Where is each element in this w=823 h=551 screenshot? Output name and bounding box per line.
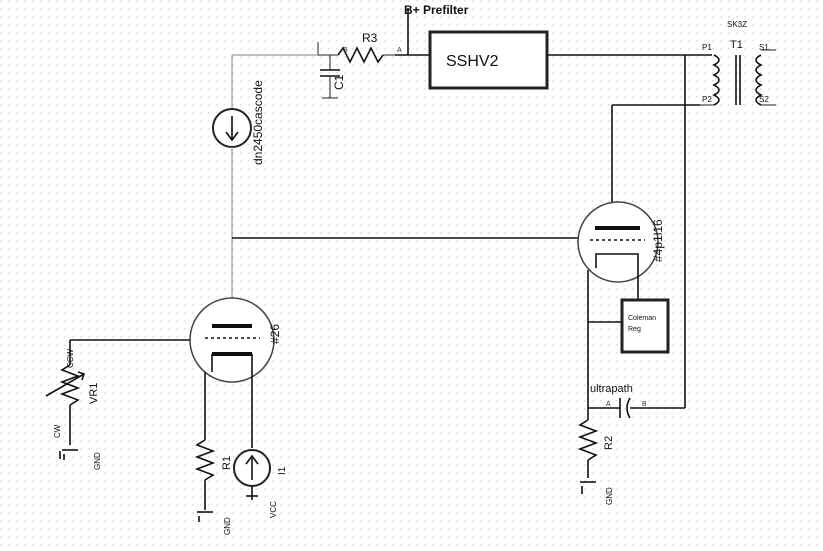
ultrapath-capacitor[interactable]: ultrapath A B [588,383,685,419]
ultrapath-pin-a: A [606,401,611,408]
t1-label: T1 [730,39,743,51]
r1-gnd-label: GND [223,517,232,535]
vr1-label: VR1 [88,383,100,404]
c1-label: C1 [332,74,346,90]
ground-r1: GND [197,511,232,535]
sshv2-label: SSHV2 [446,53,499,70]
transformer-t1[interactable]: T1 SK3Z P1 P2 S1 S2 [700,20,776,106]
coleman-label-line1: Coleman [628,315,656,322]
vr1-ccw-label: CCW [66,348,75,368]
coleman-regulator[interactable]: Coleman Reg [620,298,670,354]
vr1-gnd-label: GND [93,452,102,470]
t1-p1-label: P1 [702,43,712,52]
resistor-r1[interactable]: R1 [194,372,233,510]
cascode-label: dn2450cascode [251,80,265,165]
filament-current-source-i1[interactable]: I1 VCC [233,372,288,518]
i1-label: I1 [277,466,288,475]
sshv2-regulator[interactable]: SSHV2 [428,30,549,90]
b-plus-prefilter-net[interactable]: B+ Prefilter [395,3,469,56]
t1-s1-label: S1 [759,43,769,52]
ground-vr1: GND [59,449,102,470]
r3-pin-a: A [397,47,402,54]
r2-gnd-label: GND [605,487,614,505]
input-tube[interactable]: #26 [189,297,282,383]
t1-p2-label: P2 [702,95,712,104]
output-tube[interactable]: #4p1l16 [577,201,665,283]
ground-r2: GND [580,481,614,505]
resistor-r2[interactable]: R2 [577,408,615,478]
t1-s2-label: S2 [759,95,769,104]
prefilter-label: B+ Prefilter [404,3,469,17]
t1-part-label: SK3Z [727,20,747,29]
ultrapath-pin-b: B [642,401,647,408]
input-tube-label: #26 [268,324,282,344]
cascode-current-source[interactable]: dn2450cascode [212,80,265,165]
r3-label: R3 [362,31,378,45]
vcc-label: VCC [269,501,278,518]
output-tube-label: #4p1l16 [651,219,665,262]
ultrapath-label: ultrapath [590,383,633,395]
vr1-cw-label: CW [53,424,62,438]
resistor-r3[interactable]: R3 B A [317,31,402,64]
r3-pin-b: B [343,47,348,54]
coleman-label-line2: Reg [628,326,641,333]
potentiometer-vr1[interactable]: VR1 CCW CW [45,348,100,438]
capacitor-c1[interactable]: C1 [320,55,346,99]
r1-label: R1 [221,456,233,470]
r2-label: R2 [603,436,615,450]
